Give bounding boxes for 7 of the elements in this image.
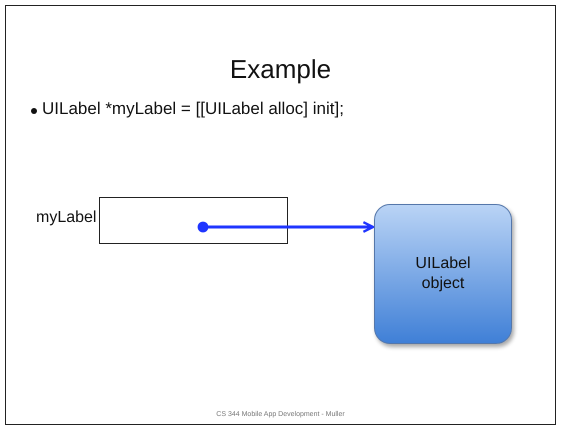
object-box	[374, 204, 512, 344]
pointer-arrow	[198, 221, 374, 233]
variable-box	[99, 197, 288, 244]
variable-name: myLabel	[36, 209, 96, 227]
node-label: UILabel object	[414, 254, 472, 294]
slide-title: Example	[228, 54, 332, 85]
bullet-text: UILabel *myLabel = [[UILabel alloc] init];	[42, 99, 344, 119]
